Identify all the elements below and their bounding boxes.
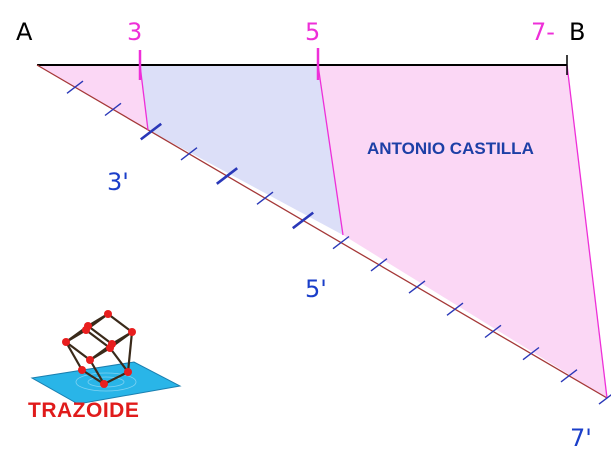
oblique-tick-13: [522, 346, 540, 361]
label-5-prime: 5': [305, 275, 327, 303]
parallel-line-7: [566, 64, 608, 399]
oblique-tick-2: [104, 102, 122, 117]
parallel-line-5: [317, 64, 344, 236]
logo-vertices: [62, 310, 136, 388]
oblique-tick-4: [180, 147, 198, 161]
oblique-tick-12: [484, 324, 502, 339]
label-3-prime: 3': [107, 168, 129, 196]
label-b: B: [569, 18, 585, 46]
oblique-tick-8: [332, 235, 350, 250]
oblique-tick-6: [256, 191, 274, 205]
oblique-tick-1: [66, 80, 84, 94]
parallel-line-3: [139, 64, 149, 131]
oblique-tick-7: [292, 211, 314, 230]
label-7: 7-: [531, 18, 555, 46]
author-text: ANTONIO CASTILLA: [367, 139, 534, 158]
oblique-line: [36, 64, 608, 399]
oblique-tick-marks: [66, 80, 611, 405]
label-5: 5: [305, 18, 320, 46]
oblique-tick-5: [216, 167, 238, 185]
oblique-tick-14: [560, 369, 578, 383]
brand-text: TRAZOIDE: [28, 399, 139, 422]
oblique-tick-3: [140, 122, 162, 141]
oblique-tick-15: [598, 394, 611, 405]
oblique-tick-11: [446, 302, 464, 316]
pink-region-5-7: [318, 65, 607, 398]
oblique-tick-9: [370, 258, 388, 272]
label-7-prime: 7': [570, 424, 592, 452]
label-a: A: [16, 18, 33, 46]
label-3: 3: [127, 18, 142, 46]
trazoide-logo: TRAZOIDE: [28, 310, 182, 422]
blue-region-3-5: [140, 65, 343, 235]
oblique-tick-10: [408, 280, 426, 294]
